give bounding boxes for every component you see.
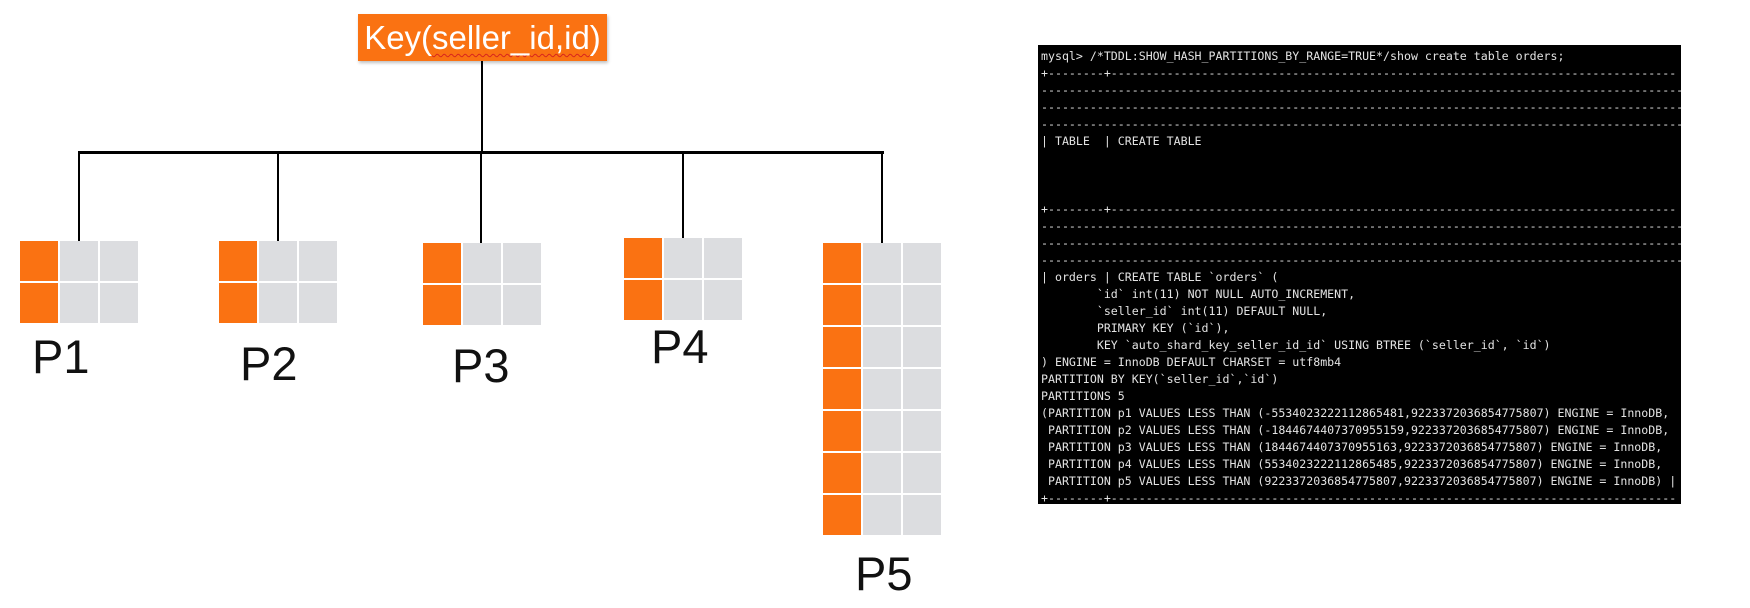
terminal-line: KEY `auto_shard_key_seller_id_id` USING …: [1041, 338, 1551, 352]
terminal-line: (PARTITION p1 VALUES LESS THAN (-5534023…: [1041, 406, 1670, 420]
p3-connector-line: [480, 152, 482, 243]
partition-key-cell: [423, 285, 461, 325]
key-prefix: Key(: [364, 19, 433, 56]
terminal-line: [1041, 150, 1681, 167]
partition-data-cell: [903, 327, 941, 367]
terminal-line: ----------------------------------------…: [1041, 117, 1681, 131]
partition-data-cell: [100, 241, 138, 281]
terminal-line: PARTITION BY KEY(`seller_id`,`id`): [1041, 372, 1279, 386]
partition-data-cell: [259, 241, 297, 281]
terminal-line: ----------------------------------------…: [1041, 83, 1681, 97]
partition-label-p1: P1: [32, 330, 90, 383]
mysql-terminal: mysql> /*TDDL:SHOW_HASH_PARTITIONS_BY_RA…: [1038, 45, 1681, 504]
terminal-line: PARTITION p3 VALUES LESS THAN (184467440…: [1041, 440, 1663, 454]
partition-key-cell: [823, 411, 861, 451]
partition-data-cell: [664, 280, 702, 320]
partition-key-cell: [219, 241, 257, 281]
terminal-line: ----------------------------------------…: [1041, 219, 1681, 233]
p1-connector-line: [78, 152, 80, 241]
terminal-line: +--------+------------------------------…: [1041, 66, 1677, 80]
partition-data-cell: [503, 243, 541, 283]
terminal-output: mysql> /*TDDL:SHOW_HASH_PARTITIONS_BY_RA…: [1038, 45, 1681, 504]
partition-data-cell: [863, 285, 901, 325]
partition-data-cell: [60, 283, 98, 323]
key-suffix: ): [589, 19, 601, 56]
partition-data-cell: [463, 285, 501, 325]
partition-data-cell: [259, 283, 297, 323]
terminal-line: PARTITION p2 VALUES LESS THAN (-18446744…: [1041, 423, 1670, 437]
partition-data-cell: [863, 495, 901, 535]
p2-connector-line: [277, 152, 279, 241]
terminal-line: ) ENGINE = InnoDB DEFAULT CHARSET = utf8…: [1041, 355, 1342, 369]
terminal-line: ----------------------------------------…: [1041, 100, 1681, 114]
terminal-line: +--------+------------------------------…: [1041, 491, 1677, 504]
terminal-line: [1041, 167, 1681, 184]
partition-label-p2: P2: [240, 337, 298, 390]
partition-data-cell: [903, 285, 941, 325]
partition-data-cell: [903, 243, 941, 283]
partition-data-cell: [704, 280, 742, 320]
key-columns: seller_id,id: [432, 19, 590, 56]
terminal-line: `id` int(11) NOT NULL AUTO_INCREMENT,: [1041, 287, 1356, 301]
partition-data-cell: [903, 495, 941, 535]
partition-key-cell: [20, 241, 58, 281]
terminal-line: PARTITION p5 VALUES LESS THAN (922337203…: [1041, 474, 1677, 488]
partition-data-cell: [299, 241, 337, 281]
terminal-line: ----------------------------------------…: [1041, 236, 1681, 250]
partition-data-cell: [704, 238, 742, 278]
partition-data-cell: [60, 241, 98, 281]
partition-data-cell: [863, 243, 901, 283]
partition-data-cell: [463, 243, 501, 283]
key-connector-line: [481, 61, 483, 153]
partition-key-cell: [823, 495, 861, 535]
partition-data-cell: [503, 285, 541, 325]
p5-connector-line: [881, 152, 883, 243]
partition-key-cell: [219, 283, 257, 323]
terminal-line: mysql> /*TDDL:SHOW_HASH_PARTITIONS_BY_RA…: [1041, 49, 1565, 63]
terminal-line: | TABLE | CREATE TABLE: [1041, 134, 1202, 148]
partition-p3: [423, 243, 541, 325]
partition-key-cell: [823, 285, 861, 325]
partition-p2: [219, 241, 337, 323]
partition-key-cell: [823, 453, 861, 493]
partition-data-cell: [100, 283, 138, 323]
terminal-line: PRIMARY KEY (`id`),: [1041, 321, 1230, 335]
p4-connector-line: [682, 152, 684, 238]
partition-key-cell: [423, 243, 461, 283]
partition-label-p5: P5: [855, 547, 913, 600]
terminal-line: `seller_id` int(11) DEFAULT NULL,: [1041, 304, 1328, 318]
partition-p1: [20, 241, 138, 323]
partition-data-cell: [903, 411, 941, 451]
partition-data-cell: [299, 283, 337, 323]
partition-label-p3: P3: [452, 339, 510, 392]
partition-key-cell: [20, 283, 58, 323]
partition-key-cell: [823, 243, 861, 283]
partition-data-cell: [863, 327, 901, 367]
terminal-line: | orders | CREATE TABLE `orders` (: [1041, 270, 1279, 284]
terminal-line: ----------------------------------------…: [1041, 253, 1681, 267]
partition-key-cell: [624, 238, 662, 278]
partition-data-cell: [903, 453, 941, 493]
terminal-line: PARTITION p4 VALUES LESS THAN (553402322…: [1041, 457, 1663, 471]
partition-p4: [624, 238, 742, 320]
partition-data-cell: [863, 369, 901, 409]
terminal-line: +--------+------------------------------…: [1041, 202, 1677, 216]
partition-key-cell: [624, 280, 662, 320]
partition-data-cell: [863, 411, 901, 451]
partition-key-cell: [823, 327, 861, 367]
terminal-line: [1041, 184, 1681, 201]
partition-data-cell: [863, 453, 901, 493]
terminal-line: PARTITIONS 5: [1041, 389, 1125, 403]
partition-data-cell: [903, 369, 941, 409]
partition-key-cell: [823, 369, 861, 409]
partition-key-box: Key(seller_id,id): [358, 14, 607, 61]
partition-data-cell: [664, 238, 702, 278]
partition-label-p4: P4: [651, 320, 709, 373]
partition-p5: [823, 243, 941, 535]
